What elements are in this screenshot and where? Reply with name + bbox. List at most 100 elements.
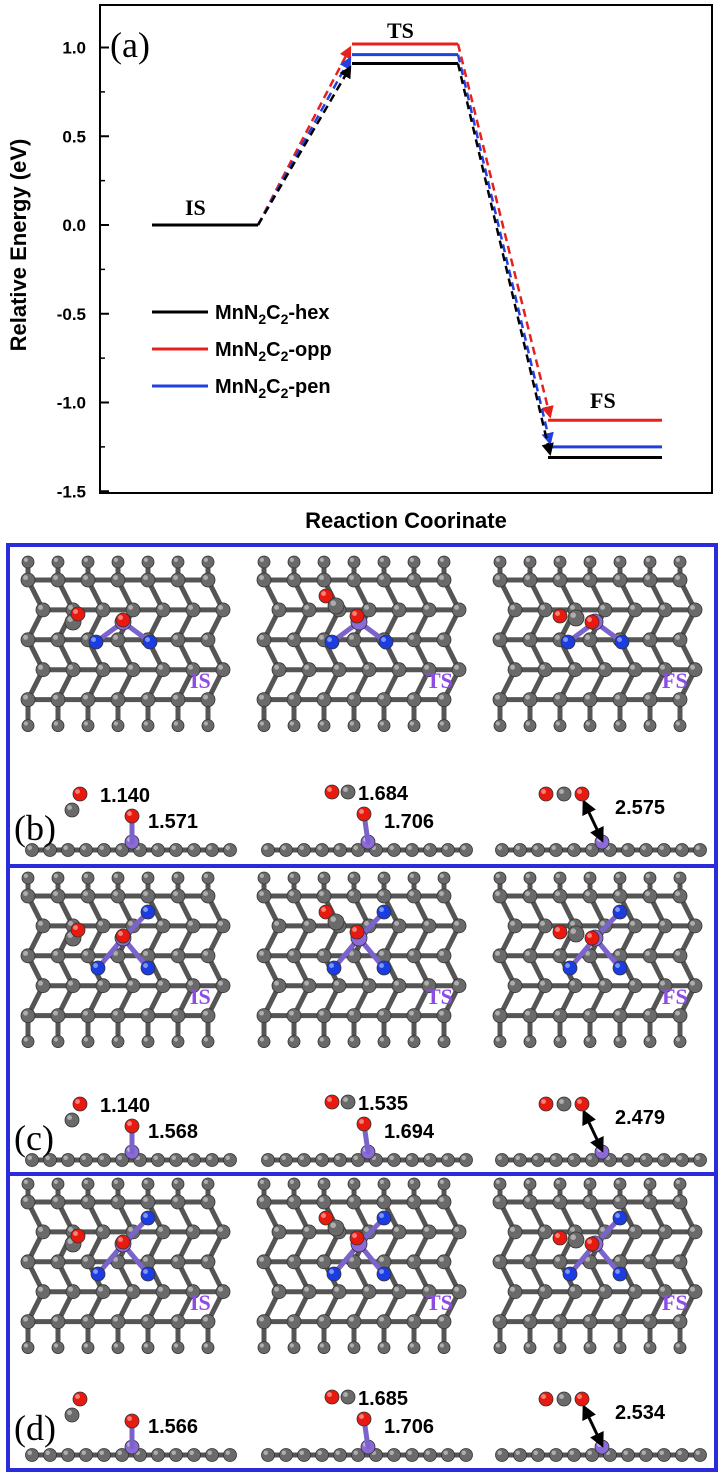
atom-highlight (343, 1097, 348, 1103)
atom-highlight (304, 1286, 309, 1292)
carbon-atom (51, 555, 65, 569)
carbon-atom (406, 632, 422, 648)
carbon-atom (286, 572, 302, 588)
mn-oxygen (349, 1230, 365, 1246)
carbon-atom (436, 948, 452, 964)
atom-highlight (23, 694, 28, 700)
carbon-atom (407, 555, 421, 569)
atom-highlight (203, 1179, 208, 1184)
carbon-atom (110, 632, 126, 648)
atom-highlight (304, 664, 309, 670)
carbon-atom (286, 1314, 302, 1329)
atom-highlight (495, 891, 500, 896)
carbon-atom (643, 1035, 657, 1048)
carbon-atom (582, 1008, 598, 1023)
atom-highlight (304, 1227, 309, 1232)
atom-highlight (585, 634, 590, 640)
atom-highlight (630, 921, 635, 926)
atom-highlight (143, 1179, 148, 1184)
atom-highlight (81, 1450, 86, 1455)
carbon-atom (223, 843, 237, 857)
atom-highlight (68, 1286, 74, 1292)
atom-highlight (127, 1121, 132, 1127)
atom-highlight (695, 1155, 700, 1160)
atom-highlight (319, 1256, 324, 1262)
atom-highlight (171, 1450, 177, 1455)
atom-highlight (525, 575, 530, 580)
atom-highlight (67, 616, 73, 622)
carbon-atom (423, 843, 437, 857)
adsorbate-carbon (327, 1219, 345, 1237)
atom-highlight (127, 1416, 132, 1422)
carbon-atom (35, 978, 51, 994)
carbon-atom (493, 555, 507, 569)
carbon-atom (115, 1153, 129, 1167)
carbon-atom (643, 871, 657, 885)
atom-highlight (98, 980, 104, 986)
nitrogen-atom (140, 904, 156, 920)
co-carbon (64, 1407, 80, 1423)
carbon-atom (65, 978, 81, 994)
co2-oxygen (574, 1096, 590, 1112)
carbon-atom (140, 692, 156, 707)
carbon-atom (612, 572, 628, 588)
atom-highlight (675, 891, 680, 896)
atom-highlight (587, 845, 592, 850)
carbon-atom (493, 719, 507, 732)
carbon-atom (387, 1153, 401, 1167)
atom-highlight (675, 575, 680, 580)
atom-highlight (83, 1010, 89, 1016)
co2-oxygen-2 (538, 1096, 554, 1112)
dist-fs: 2.479 (615, 1107, 665, 1129)
atom-highlight (53, 1197, 58, 1203)
carbon-atom (552, 1008, 568, 1023)
atom-highlight (349, 1343, 354, 1348)
atom-highlight (379, 1316, 384, 1322)
carbon-atom (301, 1284, 317, 1300)
atom-highlight (439, 694, 444, 700)
carbon-atom (201, 555, 215, 569)
carbon-atom (673, 719, 687, 732)
atom-highlight (207, 1155, 213, 1160)
carbon-atom (171, 1035, 185, 1048)
carbon-atom (187, 1448, 201, 1462)
carbon-atom (79, 843, 93, 857)
carbon-atom (297, 1153, 311, 1167)
atom-highlight (38, 605, 43, 610)
carbon-atom (279, 1153, 293, 1167)
mn-oxygen (356, 806, 372, 822)
adsorbate-oxygen (318, 1210, 334, 1226)
carbon-atom (151, 1448, 165, 1462)
atom-highlight (189, 1450, 195, 1455)
atom-highlight (259, 694, 264, 700)
atom-highlight (113, 873, 118, 879)
atom-highlight (203, 1037, 208, 1042)
state-label-ts: TS (426, 1290, 453, 1315)
carbon-atom (97, 1448, 111, 1462)
atom-highlight (203, 950, 208, 956)
carbon-atom (585, 843, 599, 857)
atom-highlight (73, 609, 79, 614)
state-label-is: IS (190, 984, 211, 1009)
carbon-atom (140, 1194, 156, 1210)
carbon-atom (436, 572, 452, 588)
carbon-atom (672, 692, 688, 707)
carbon-atom (492, 572, 508, 588)
carbon-atom (316, 948, 332, 964)
atom-highlight (274, 921, 279, 926)
carbon-atom (405, 1153, 419, 1167)
atom-highlight (153, 1155, 159, 1160)
carbon-atom (187, 1153, 201, 1167)
carbon-atom (271, 1224, 287, 1240)
nitrogen-atom (378, 634, 394, 650)
carbon-atom (376, 1194, 392, 1210)
atom-highlight (675, 557, 681, 563)
panel-letter: (b) (14, 808, 56, 848)
carbon-atom (553, 719, 567, 732)
atom-highlight (118, 615, 124, 620)
atom-highlight (23, 1343, 28, 1348)
carbon-atom (673, 555, 687, 569)
dist-is-mn-o: 1.568 (148, 1121, 198, 1143)
carbon-atom (80, 948, 96, 964)
atom-highlight (218, 605, 223, 610)
